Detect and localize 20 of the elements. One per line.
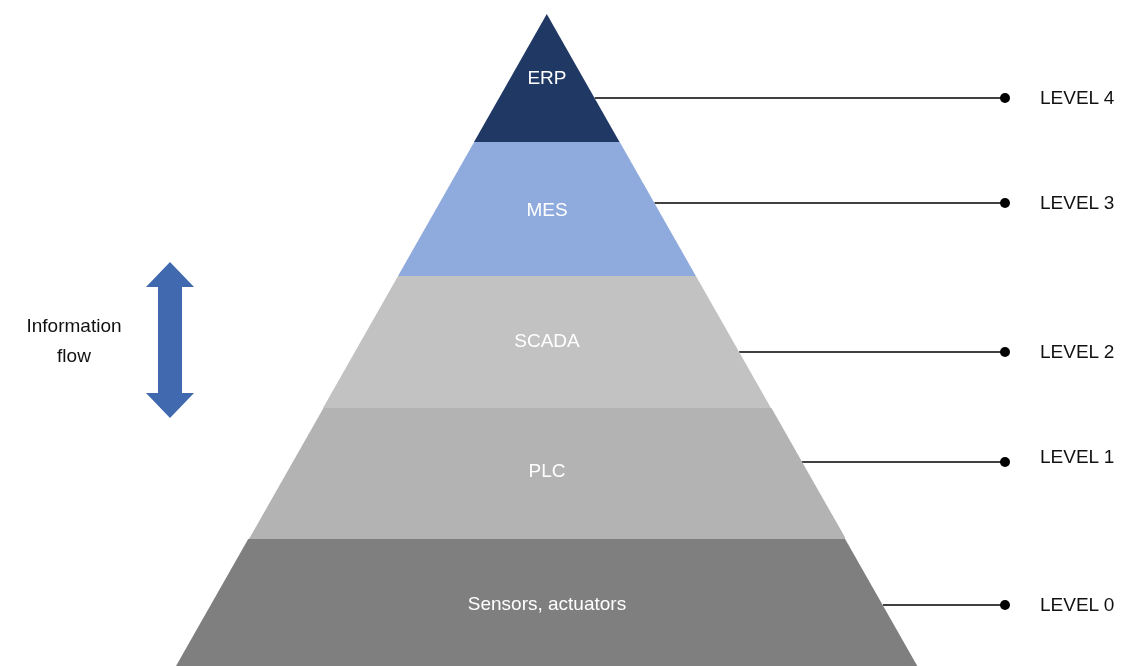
- tier-label: Sensors, actuators: [466, 593, 628, 615]
- level-label: LEVEL 4: [1040, 87, 1115, 109]
- level-label: LEVEL 2: [1040, 341, 1115, 363]
- leader-line: [738, 347, 1010, 357]
- tier-label: ERP: [526, 67, 568, 89]
- note-text: Information flow: [25, 314, 123, 368]
- level-label: LEVEL 3: [1040, 192, 1115, 214]
- tier-label: SCADA: [513, 330, 581, 352]
- tier-label: PLC: [527, 460, 567, 482]
- leader-line: [800, 457, 1010, 467]
- leader-line: [882, 600, 1010, 610]
- tier-label: MES: [525, 199, 569, 221]
- level-label: LEVEL 0: [1040, 594, 1115, 616]
- leader-line: [593, 93, 1010, 103]
- leader-line: [653, 198, 1010, 208]
- pyramid-tier: [176, 539, 918, 666]
- pyramid-tier: [398, 142, 696, 276]
- pyramid-tier: [323, 276, 771, 408]
- level-label: LEVEL 1: [1040, 446, 1115, 468]
- pyramid-tier: [248, 408, 846, 539]
